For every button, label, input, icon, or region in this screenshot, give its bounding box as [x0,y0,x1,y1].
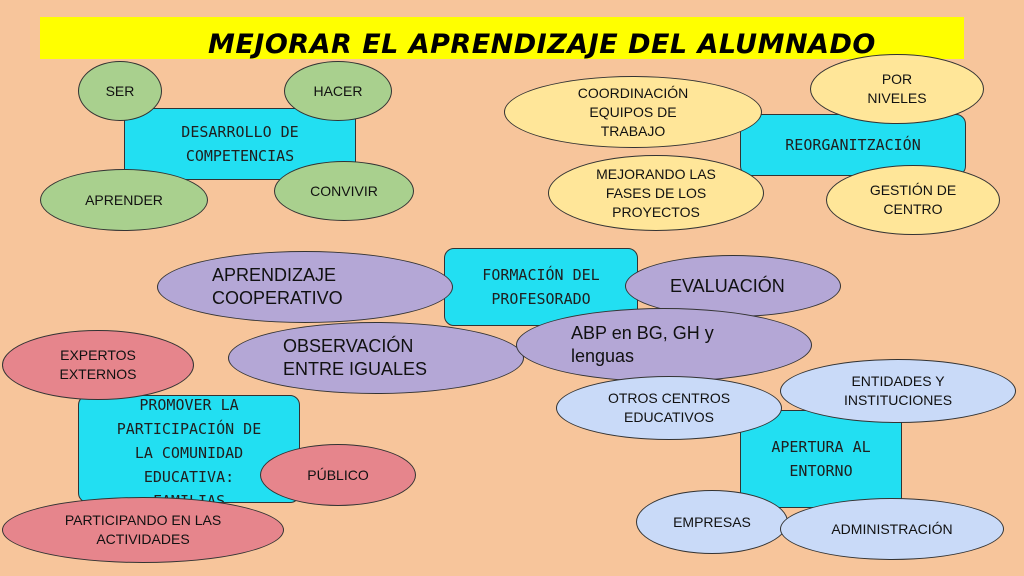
ellipse-participando-actividades: PARTICIPANDO EN LAS ACTIVIDADES [2,497,284,563]
ellipse-label: PÚBLICO [307,466,369,483]
box-line: PARTICIPACIÓN DE [116,420,262,438]
ellipse-line: EXPERTOS [60,347,136,363]
ellipse-line: ABP en BG, GH y [571,323,714,343]
ellipse-aprender: APRENDER [40,169,208,231]
ellipse-line: ENTRE IGUALES [283,359,428,379]
ellipse-line: OBSERVACIÓN [283,336,414,356]
ellipse-publico: PÚBLICO [260,444,416,506]
box-line: COMPETENCIAS [185,147,295,165]
ellipse-label: EVALUACIÓN [670,275,785,296]
page-title: MEJORAR EL APRENDIZAJE DEL ALUMNADO [208,29,876,60]
box-line: PROMOVER LA [139,396,239,414]
ellipse-ser: SER [78,61,162,121]
box-line: REORGANITZACIÓN [785,136,921,154]
ellipse-empresas: EMPRESAS [636,490,788,554]
box-participacion-comunidad: PROMOVER LA PARTICIPACIÓN DE LA COMUNIDA… [78,395,300,503]
box-line: FORMACIÓN DEL [482,266,600,284]
box-line: DESARROLLO DE [181,123,299,141]
ellipse-line: PROYECTOS [612,203,700,220]
box-line: FAMILIAS [152,492,226,503]
ellipse-line: EDUCATIVOS [624,409,714,425]
ellipse-line: COOPERATIVO [212,288,343,308]
ellipse-gestion-centro: GESTIÓN DE CENTRO [826,165,1000,235]
ellipse-entidades-instituciones: ENTIDADES Y INSTITUCIONES [780,359,1016,423]
ellipse-line: FASES DE LOS [605,184,707,201]
ellipse-label: APRENDER [85,191,163,208]
ellipse-por-niveles: POR NIVELES [810,54,984,124]
ellipse-line: ACTIVIDADES [96,531,190,547]
ellipse-abp: ABP en BG, GH y lenguas [516,308,812,382]
ellipse-expertos-externos: EXPERTOS EXTERNOS [2,330,194,400]
ellipse-label: ADMINISTRACIÓN [831,520,953,537]
ellipse-label: HACER [313,82,363,99]
ellipse-hacer: HACER [284,61,392,121]
ellipse-line: MEJORANDO LAS [596,165,716,182]
ellipse-administracion: ADMINISTRACIÓN [780,498,1004,560]
box-line: LA COMUNIDAD [134,444,244,462]
ellipse-line: EQUIPOS DE [589,103,677,120]
ellipse-line: INSTITUCIONES [843,392,953,408]
ellipse-convivir: CONVIVIR [274,161,414,221]
ellipse-line: CENTRO [883,201,943,217]
ellipse-evaluacion: EVALUACIÓN [625,255,841,317]
ellipse-line: COORDINACIÓN [577,84,689,101]
ellipse-line: NIVELES [867,90,927,106]
ellipse-line: EXTERNOS [59,366,137,382]
ellipse-line: OTROS CENTROS [607,390,731,406]
ellipse-label: SER [105,82,135,99]
box-line: APERTURA AL [771,438,871,456]
ellipse-line: TRABAJO [600,122,666,139]
ellipse-label: CONVIVIR [310,182,378,199]
ellipse-label: EMPRESAS [673,513,751,530]
ellipse-line: lenguas [571,346,635,366]
ellipse-line: ENTIDADES Y [851,373,945,389]
ellipse-line: GESTIÓN DE [869,182,957,198]
title-bar [40,17,964,59]
ellipse-line: APRENDIZAJE [212,265,337,285]
box-line: EDUCATIVA: [143,468,235,486]
ellipse-observacion: OBSERVACIÓN ENTRE IGUALES [228,322,524,394]
ellipse-line: PARTICIPANDO EN LAS [64,512,222,528]
ellipse-aprendizaje-cooperativo: APRENDIZAJE COOPERATIVO [157,251,453,323]
ellipse-coordinacion: COORDINACIÓN EQUIPOS DE TRABAJO [504,76,762,148]
ellipse-fases-proyectos: MEJORANDO LAS FASES DE LOS PROYECTOS [548,155,764,231]
ellipse-line: POR [881,71,913,87]
ellipse-otros-centros: OTROS CENTROS EDUCATIVOS [556,376,782,440]
box-line: ENTORNO [789,462,853,480]
box-line: PROFESORADO [491,290,591,308]
